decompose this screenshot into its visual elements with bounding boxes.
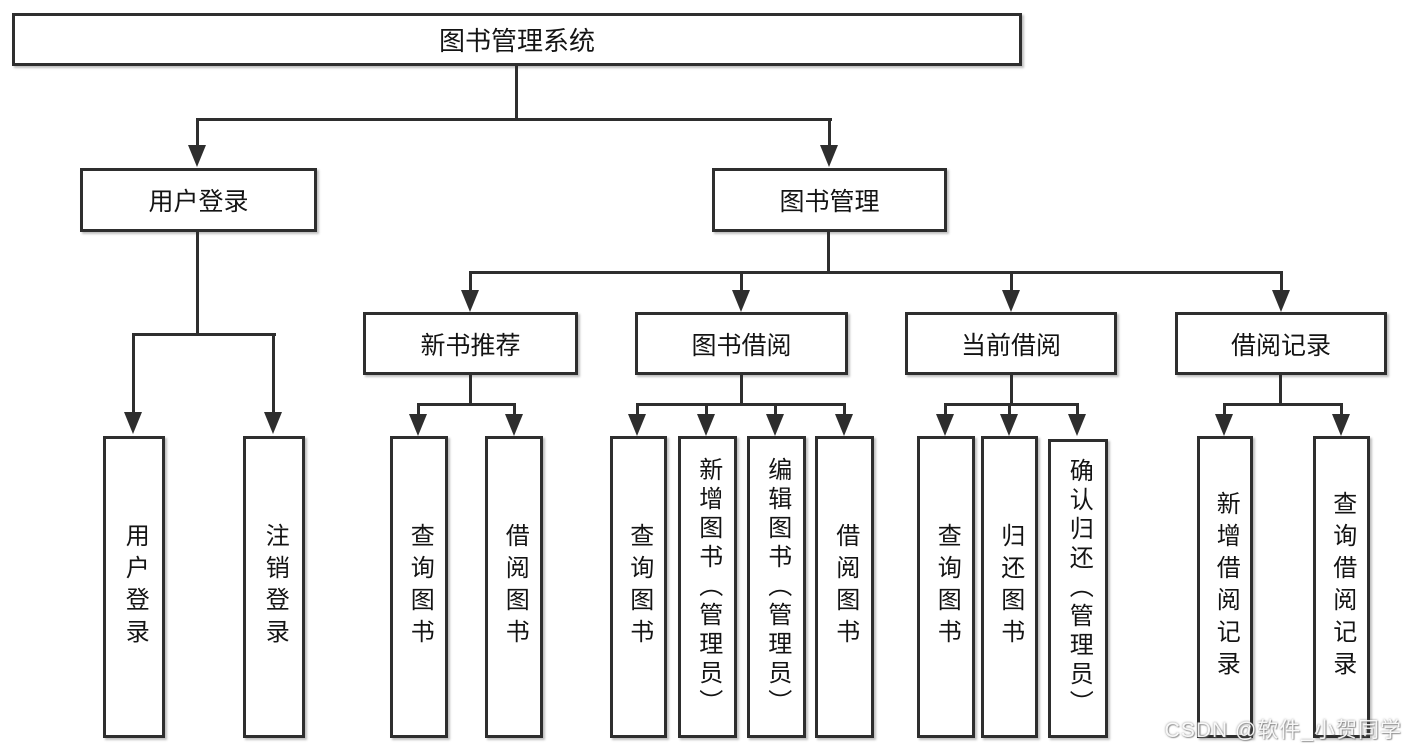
arrowhead-down-icon — [264, 412, 282, 434]
arrowhead-down-icon — [1272, 290, 1290, 312]
node-book-borrowing: 图书借阅 — [635, 312, 848, 375]
node-label: 借阅图书 — [501, 523, 529, 651]
arrowhead-down-icon — [628, 414, 646, 436]
connector — [132, 333, 276, 336]
leaf-bb-borrow-books: 借阅图书 — [815, 436, 874, 738]
connector — [132, 333, 135, 414]
node-label: 归还图书 — [996, 523, 1024, 651]
node-label: 当前借阅 — [960, 331, 1061, 360]
connector — [1008, 403, 1011, 416]
arrowhead-down-icon — [188, 145, 206, 167]
connector — [469, 271, 1283, 274]
arrowhead-down-icon — [732, 290, 750, 312]
leaf-bb-query-books: 查询图书 — [610, 436, 667, 738]
node-label: 借阅记录 — [1230, 331, 1331, 360]
connector — [944, 403, 947, 416]
node-label: 查询借阅记录 — [1328, 491, 1356, 683]
arrowhead-down-icon — [1068, 414, 1086, 436]
node-user-login-module: 用户登录 — [80, 168, 317, 232]
leaf-user-login: 用户登录 — [103, 436, 165, 738]
arrowhead-down-icon — [835, 414, 853, 436]
connector — [469, 375, 472, 405]
node-borrowing-records: 借阅记录 — [1175, 312, 1387, 375]
arrowhead-down-icon — [936, 414, 954, 436]
leaf-nbr-query-books: 查询图书 — [390, 436, 448, 738]
connector — [1010, 271, 1013, 292]
node-current-borrowing: 当前借阅 — [905, 312, 1117, 375]
connector-root-stem — [515, 66, 518, 119]
node-library-system: 图书管理系统 — [12, 13, 1022, 66]
connector — [417, 403, 420, 416]
connector — [705, 403, 708, 416]
node-label: 用户登录 — [148, 188, 249, 216]
connector — [740, 375, 743, 405]
connector — [774, 403, 777, 416]
connector — [1010, 375, 1013, 405]
connector — [1280, 271, 1283, 292]
arrowhead-down-icon — [124, 412, 142, 434]
connector — [843, 403, 846, 416]
node-label: 确认归还（管理员） — [1065, 458, 1093, 719]
arrowhead-down-icon — [1000, 414, 1018, 436]
node-new-book-recommend: 新书推荐 — [363, 312, 578, 375]
node-label: 查询图书 — [406, 523, 434, 651]
arrowhead-down-icon — [697, 414, 715, 436]
connector — [1340, 403, 1343, 416]
connector — [636, 403, 639, 416]
connector — [1076, 403, 1079, 416]
arrowhead-down-icon — [505, 414, 523, 436]
node-label: 查询图书 — [625, 523, 653, 651]
arrowhead-down-icon — [461, 290, 479, 312]
node-label: 新书推荐 — [420, 331, 521, 360]
connector — [1223, 403, 1226, 416]
connector — [1224, 403, 1343, 406]
connector — [272, 333, 275, 414]
leaf-cb-query-books: 查询图书 — [917, 436, 975, 738]
connector — [740, 271, 743, 292]
connector — [196, 230, 199, 334]
connector — [196, 118, 199, 147]
leaf-br-add-record: 新增借阅记录 — [1197, 436, 1253, 738]
node-label: 新增图书（管理员） — [694, 456, 722, 718]
arrowhead-down-icon — [409, 414, 427, 436]
leaf-bb-add-books-admin: 新增图书（管理员） — [678, 436, 737, 738]
arrowhead-down-icon — [1002, 290, 1020, 312]
connector — [827, 230, 830, 273]
node-label: 查询图书 — [933, 523, 961, 651]
node-book-management: 图书管理 — [712, 168, 947, 232]
node-label: 新增借阅记录 — [1212, 491, 1240, 683]
arrowhead-down-icon — [1215, 414, 1233, 436]
node-label: 图书管理 — [779, 188, 880, 216]
node-label: 图书管理系统 — [438, 26, 595, 56]
node-label: 借阅图书 — [831, 523, 859, 651]
leaf-nbr-borrow-books: 借阅图书 — [485, 436, 543, 738]
connector — [417, 403, 516, 406]
connector — [945, 403, 1079, 406]
connector — [513, 403, 516, 416]
connector-root-bar — [196, 118, 832, 121]
node-label: 注销登录 — [261, 523, 289, 651]
arrowhead-down-icon — [820, 145, 838, 167]
connector — [828, 118, 831, 147]
connector — [1279, 375, 1282, 405]
leaf-logout: 注销登录 — [243, 436, 305, 738]
arrowhead-down-icon — [766, 414, 784, 436]
connector — [637, 403, 846, 406]
node-label: 图书借阅 — [691, 331, 792, 360]
leaf-cb-confirm-return-admin: 确认归还（管理员） — [1048, 439, 1108, 738]
leaf-cb-return-books: 归还图书 — [981, 436, 1038, 738]
leaf-bb-edit-books-admin: 编辑图书（管理员） — [747, 436, 806, 738]
connector — [469, 271, 472, 292]
arrowhead-down-icon — [1332, 414, 1350, 436]
leaf-br-query-record: 查询借阅记录 — [1313, 436, 1370, 738]
node-label: 用户登录 — [121, 523, 149, 651]
node-label: 编辑图书（管理员） — [763, 456, 791, 718]
